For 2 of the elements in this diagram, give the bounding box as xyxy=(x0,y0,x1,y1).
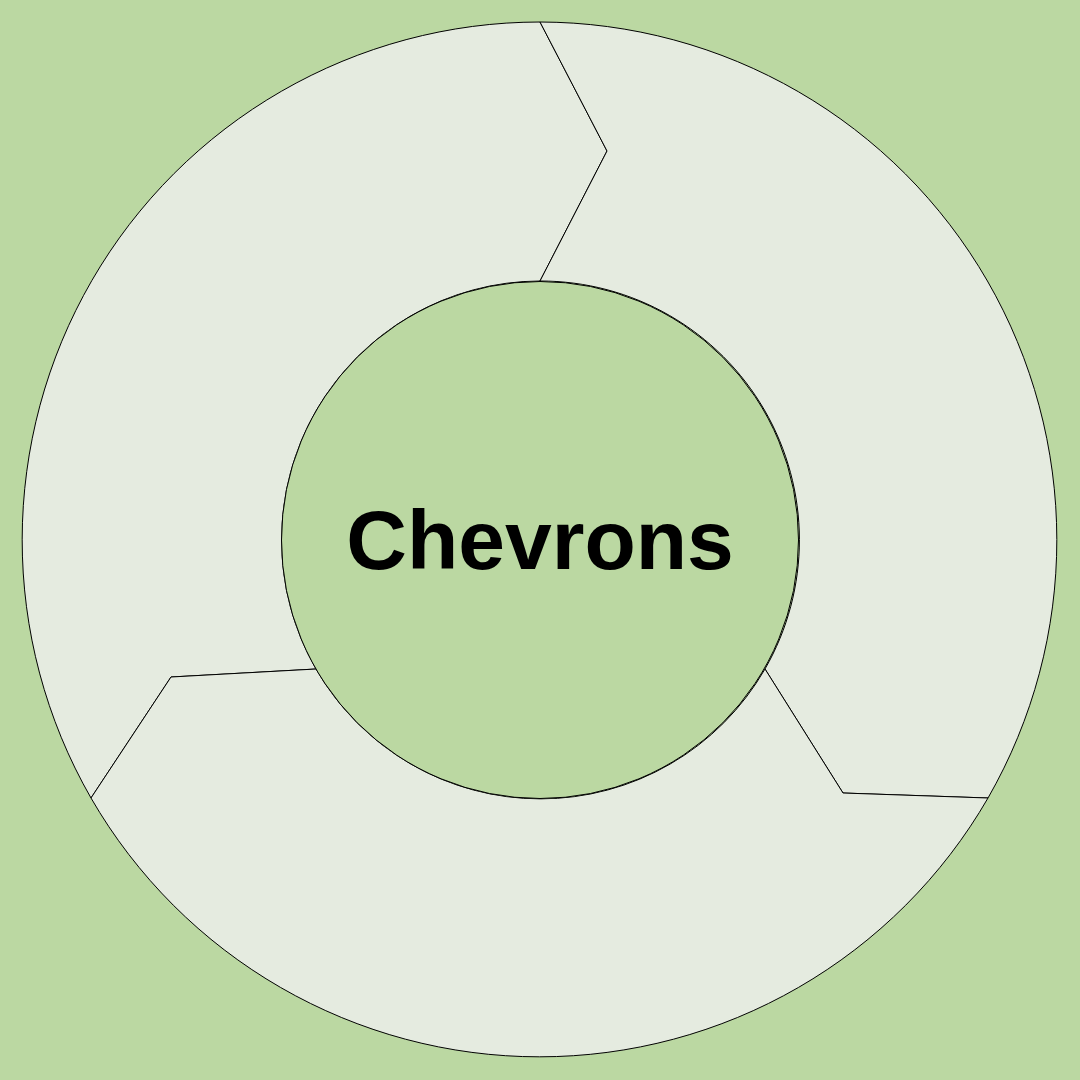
center-label: Chevrons xyxy=(346,491,734,589)
chevron-band xyxy=(90,668,989,1057)
